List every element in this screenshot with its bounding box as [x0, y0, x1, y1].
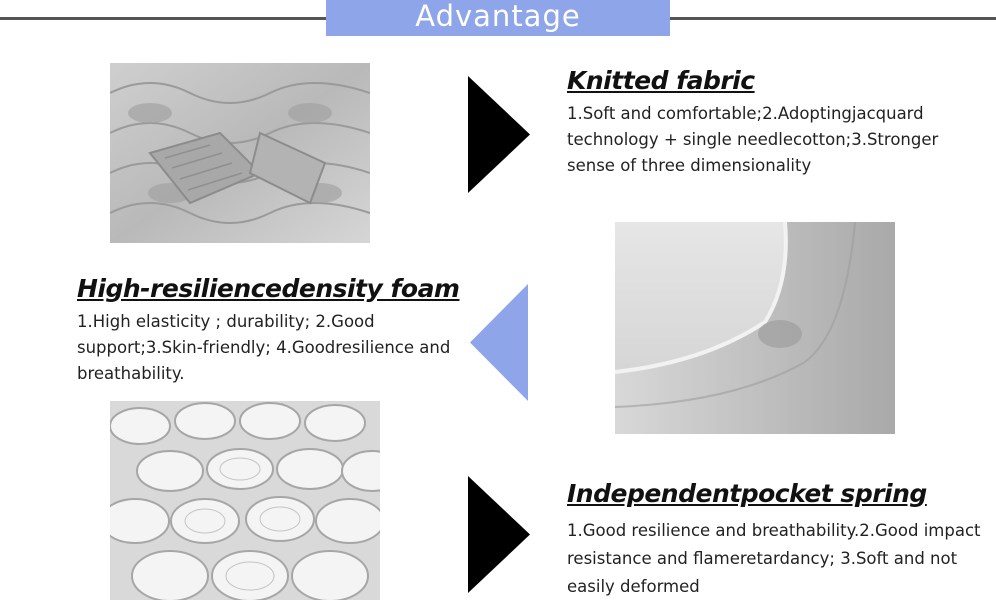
triangle-left-icon [470, 284, 528, 401]
section-title: Advantage [326, 0, 670, 36]
knitted-fabric-photo [110, 63, 370, 243]
feature-desc-knitted-fabric: 1.Soft and comfortable;2.Adoptingjacquar… [567, 104, 939, 175]
header-divider-right [670, 17, 996, 20]
foam-photo [615, 222, 895, 434]
triangle-right-icon [468, 476, 530, 593]
feature-desc-foam: 1.High elasticity ; durability; 2.Good s… [77, 312, 451, 383]
feature-title-knitted-fabric: Knitted fabric [567, 66, 755, 95]
feature-title-pocket-spring: Independentpocket spring [567, 479, 927, 508]
triangle-right-icon [468, 76, 530, 193]
pocket-spring-photo [110, 401, 380, 600]
feature-title-foam: High-resiliencedensity foam [77, 274, 460, 303]
feature-desc-pocket-spring: 1.Good resilience and breathability.2.Go… [567, 521, 981, 596]
header-divider-left [0, 17, 326, 20]
